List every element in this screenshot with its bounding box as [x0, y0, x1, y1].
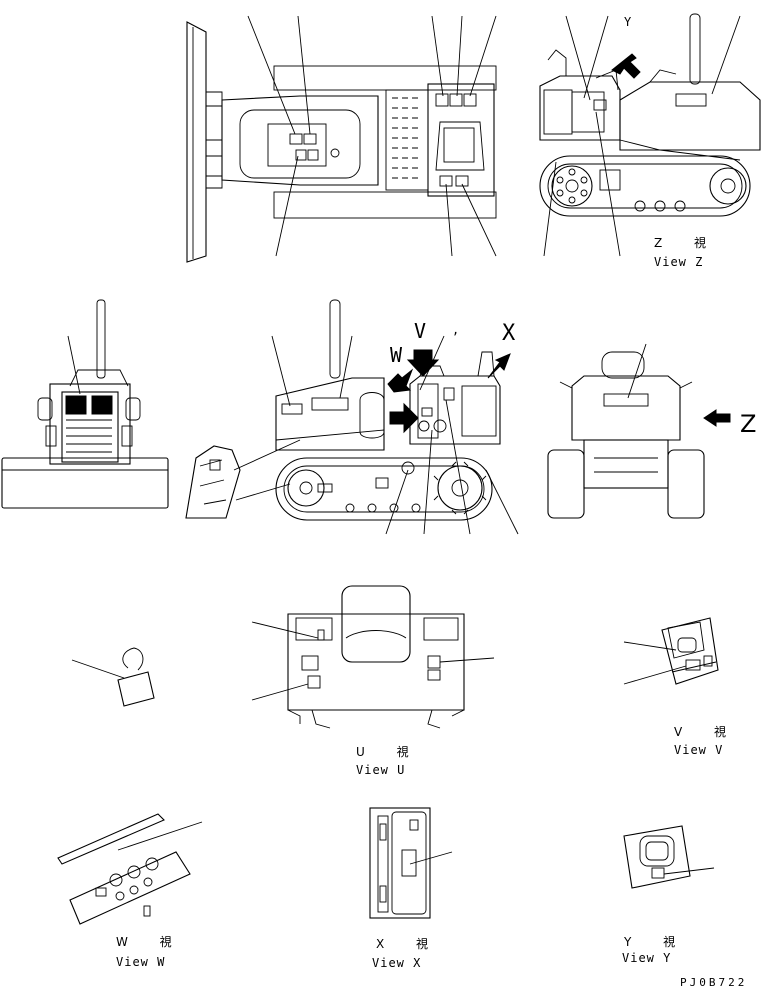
view-u-detail — [251, 585, 495, 729]
view-w-detail — [57, 813, 203, 925]
view-y-jp-label: Y 視 — [623, 934, 689, 949]
view-z-dozer — [539, 13, 761, 257]
arrow-w — [387, 368, 414, 393]
arrow-u — [389, 402, 419, 434]
rear-view-dozer — [547, 343, 731, 519]
view-v-jp-label: V 視 — [674, 724, 740, 739]
arrow-letter-w: W — [390, 343, 403, 367]
arrow-y — [611, 53, 641, 79]
front-view-dozer — [1, 299, 169, 509]
view-v-detail — [623, 617, 719, 685]
drawing-code: PJ0B722 — [680, 976, 747, 988]
view-z-en-label: View Z — [654, 255, 703, 269]
arrow-letter-y: Y — [624, 15, 632, 29]
view-z-jp-label: Z 視 — [654, 235, 720, 250]
arrow-v — [406, 349, 440, 377]
view-v-en-label: View V — [674, 743, 723, 757]
arrow-letter-z: Z — [740, 410, 756, 438]
view-x-detail — [369, 807, 453, 919]
detail-tag — [71, 647, 155, 707]
arrow-z — [703, 409, 731, 427]
view-u-en-label: View U — [356, 763, 405, 777]
view-x-jp-label: X 視 — [376, 936, 442, 951]
grille-pattern — [392, 97, 418, 179]
top-view-leaders — [247, 15, 497, 257]
view-w-jp-label: W 視 — [116, 934, 186, 949]
view-z-leaders — [543, 15, 741, 257]
side-view-dozer — [185, 299, 519, 535]
top-view-dozer — [186, 15, 497, 263]
arrow-letter-comma: , — [452, 323, 460, 337]
arrow-letter-x: X — [502, 321, 516, 346]
view-u-jp-label: U 視 — [356, 744, 423, 759]
arrow-x — [487, 353, 511, 379]
view-y-en-label: View Y — [622, 951, 671, 965]
view-w-en-label: View W — [116, 955, 165, 969]
view-y-detail — [623, 825, 715, 889]
side-view-leaders — [271, 335, 519, 535]
arrow-letter-v: V — [414, 319, 426, 343]
view-x-en-label: View X — [372, 956, 421, 970]
